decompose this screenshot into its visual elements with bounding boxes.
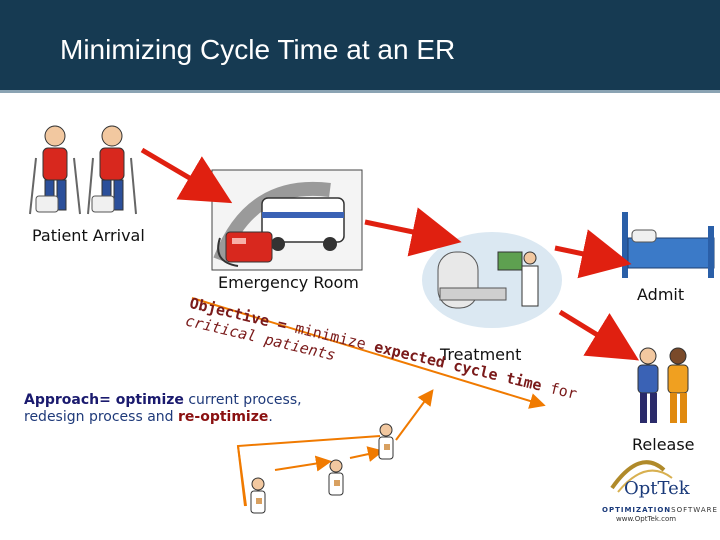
treatment-image [422, 232, 562, 328]
release-image [637, 347, 689, 423]
logo-brand: OptTek [624, 478, 690, 499]
arrow-arrival-to-er [140, 147, 233, 204]
approach-keyword: Approach [24, 392, 100, 408]
nurse-figure-2 [328, 459, 344, 496]
nurse-figure-1 [250, 477, 266, 514]
label-admit: Admit [637, 285, 685, 304]
approach-text: Approach= optimize current process, rede… [24, 392, 302, 425]
arrow-er-to-treatment [364, 207, 462, 257]
arrow-treatment-to-admit [554, 229, 632, 279]
label-patient-arrival: Patient Arrival [32, 226, 145, 245]
approach-arrow-3 [395, 389, 434, 441]
logo-url: www.OptTek.com [616, 515, 677, 523]
objective-arrow [191, 297, 546, 409]
reoptimize-keyword: re-optimize [178, 409, 269, 425]
title-bar-underline [0, 90, 720, 93]
patient-arrival-image [29, 125, 137, 215]
opttek-logo [610, 460, 673, 493]
label-emergency-room: Emergency Room [218, 273, 359, 292]
emergency-room-image [211, 169, 363, 271]
logo-tagline: OPTIMIZATIONSOFTWARE [602, 506, 718, 514]
title-bar [0, 0, 720, 90]
admit-bed-image [622, 212, 715, 278]
slide-title: Minimizing Cycle Time at an ER [60, 34, 456, 65]
label-treatment: Treatment [440, 345, 522, 364]
nurse-figure-3 [378, 423, 394, 460]
arrow-treatment-to-release [558, 309, 640, 361]
approach-arrow-2 [349, 446, 384, 462]
label-release: Release [632, 435, 695, 454]
approach-arrow-1 [274, 455, 332, 472]
